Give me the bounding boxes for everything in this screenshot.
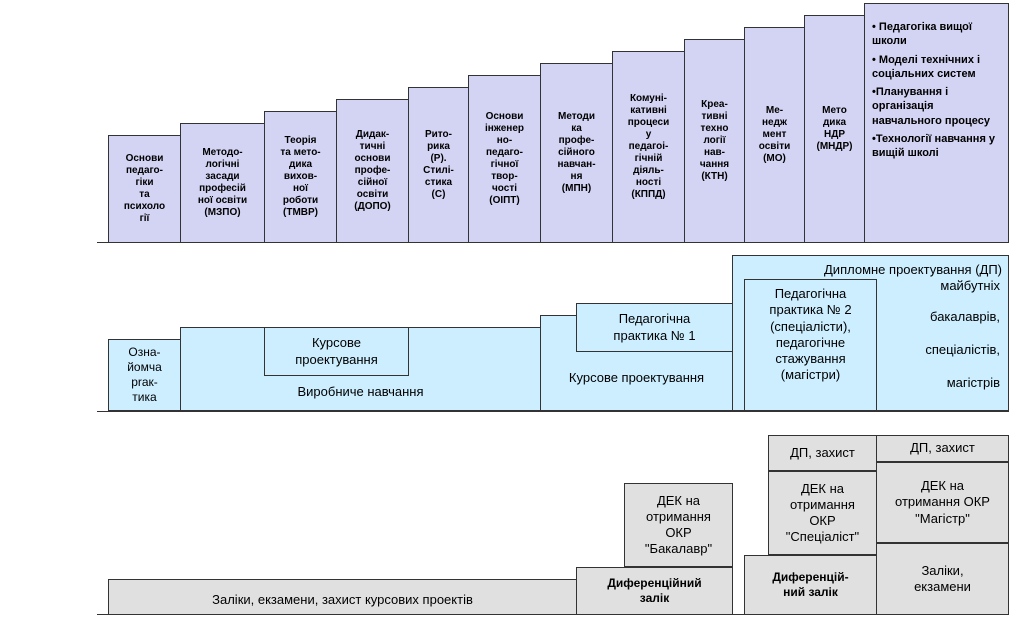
thesis-defense-box-1: ДП, захист [768, 435, 877, 471]
discipline-box: Комуні- кативні процеси у педагоі- гічні… [612, 51, 685, 243]
bullet-item: •Планування і організація навчального пр… [872, 86, 990, 127]
production-training-label: Виробниче навчання [297, 383, 424, 399]
diploma-masters-label: магістрів [946, 375, 1000, 390]
masters-exams-box: Заліки, екзамени [876, 543, 1009, 615]
differential-credit-box-1: Диференційний залік [576, 567, 733, 615]
higher-school-disciplines-list: • Педагогіка вищої школи • Моделі техніч… [872, 20, 1004, 161]
diploma-design-title: Дипломне проектування (ДП) [824, 262, 1002, 277]
pedagogical-practice-1-box: Педагогічна практика № 1 [576, 303, 733, 352]
course-design-box-1: Курсове проектування [264, 327, 409, 376]
discipline-box: Методо- логічні засади професій ної осві… [180, 123, 265, 243]
discipline-box: Ме- недж мент освіти (МО) [744, 27, 805, 243]
bullet-item: • Моделі технічних і соціальних систем [872, 53, 981, 80]
pedagogical-practice-2-box: Педагогічна практика № 2 (спеціалісти), … [744, 279, 877, 411]
diploma-bachelors-label: бакалаврів, [930, 309, 1000, 324]
discipline-box: Рито- рика (Р). Стилі- стика (С) [408, 87, 469, 243]
exams-box: Заліки, екзамени, захист курсових проект… [108, 579, 577, 615]
baseline-row2 [97, 411, 1009, 412]
discipline-box: Основи педаго- гіки та психоло гії [108, 135, 181, 243]
state-exam-bachelor-box: ДЕК на отримання ОКР "Бакалавр" [624, 483, 733, 567]
course-design-label-2: Курсове проектування [568, 369, 705, 385]
diploma-future-label: майбутніх [940, 278, 1000, 293]
discipline-box: Дидак- тичні основи профе- сійної освіти… [336, 99, 409, 243]
state-exam-specialist-box: ДЕК на отримання ОКР "Спеціаліст" [768, 471, 877, 555]
introductory-practice-box: Озна- йомча prак- тика [108, 339, 181, 411]
discipline-box: Мето дика НДР (МНДР) [804, 15, 865, 243]
bullet-item: • Педагогіка вищої школи [872, 21, 972, 48]
discipline-box: Методи ка профе- сійного навчан- ня (МПН… [540, 63, 613, 243]
discipline-box: Креа- тивні техно логії нав- чання (КТН) [684, 39, 745, 243]
bullet-item: •Технології навчання у вищій школі [872, 133, 996, 160]
higher-school-disciplines-box [864, 3, 1009, 243]
discipline-box: Теорія та мето- дика вихов- ної роботи (… [264, 111, 337, 243]
diploma-specialists-label: спеціалістів, [925, 342, 1000, 357]
differential-credit-box-2: Диференцій- ний залік [744, 555, 877, 615]
discipline-box: Основи інженер но- педаго- гічної твор- … [468, 75, 541, 243]
exams-label: Заліки, екзамени, захист курсових проект… [212, 591, 473, 607]
state-exam-master-box: ДЕК на отримання ОКР "Магістр" [876, 462, 1009, 543]
thesis-defense-box-2: ДП, захист [876, 435, 1009, 462]
